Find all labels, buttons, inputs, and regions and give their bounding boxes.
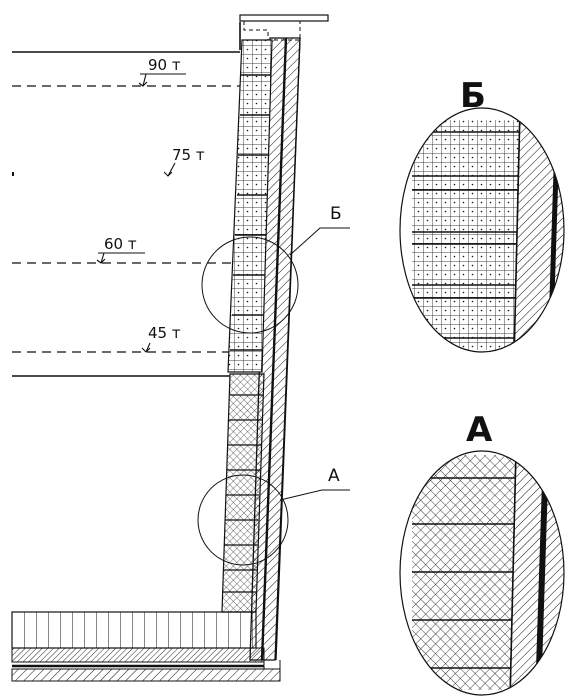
main-section [11, 14, 350, 682]
lower-brick-lining [221, 373, 265, 613]
level-label-90: 90 т [148, 56, 181, 74]
upper-brick-courses [230, 74, 271, 351]
upper-brick-lining [227, 39, 273, 373]
hearth-vertical-bricks [11, 611, 257, 649]
level-60-arrow [96, 252, 145, 264]
level-45-arrow [141, 342, 151, 353]
level-90-arrow [138, 73, 186, 87]
edge-mark [12, 172, 14, 176]
hearth-corner [263, 660, 281, 670]
callout-label-a: А [328, 466, 340, 486]
wall-outer-line [275, 37, 301, 661]
detail-b [399, 107, 565, 353]
level-label-45: 45 т [148, 324, 181, 342]
level-label-75: 75 т [172, 146, 205, 164]
callout-leader-b [289, 227, 350, 256]
callout-leader-a [279, 489, 350, 501]
hearth-bottom-layer [11, 668, 281, 682]
callout-circle-a [197, 474, 289, 566]
wall-top-bracket [243, 21, 301, 41]
detail-a [399, 450, 565, 696]
wall-black-line [260, 37, 288, 661]
lower-brick-courses [222, 394, 263, 593]
callout-label-b: Б [330, 204, 342, 224]
detail-title-a: А [466, 410, 493, 450]
callout-circle-b [201, 236, 299, 334]
level-75-arrow [163, 162, 176, 177]
level-label-60: 60 т [104, 235, 137, 253]
wall-top-cap [239, 14, 329, 22]
hearth-hatched-layer [11, 647, 265, 663]
detail-title-b: Б [460, 76, 486, 116]
